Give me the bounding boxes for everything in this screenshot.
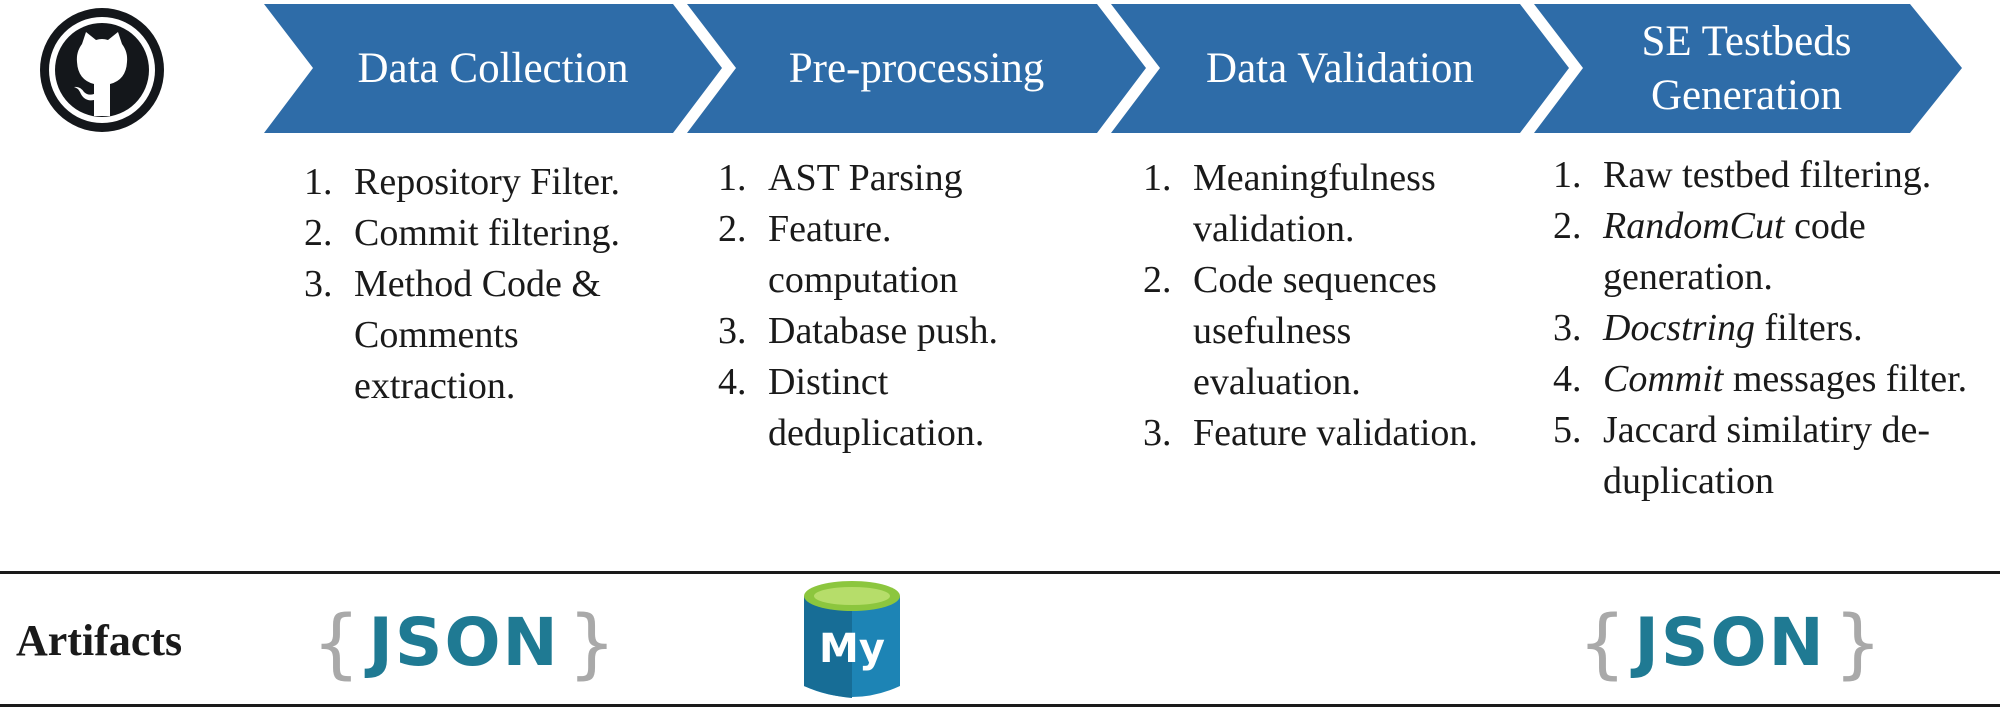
step-item: 3. Docstring filters. [1553,303,1973,354]
stage-title-pre-processing: Pre-processing [736,4,1097,133]
chevron-se-testbeds [1534,4,1962,133]
json-brace-left: { [312,597,361,687]
step-number: 3. [1143,412,1172,454]
step-number: 3. [718,310,747,352]
step-item: 4. Distinct deduplication. [718,357,1068,459]
step-number: 4. [1553,358,1582,400]
step-item: 3. Method Code & Comments extraction. [304,259,664,412]
step-list-data-validation: 1. Meaningfulness validation. 2. Code seque… [1143,153,1513,459]
step-number: 5. [1553,409,1582,451]
step-text: Meaningfulness validation. [1193,157,1436,250]
mysql-icon: My [804,581,900,698]
step-item: 1. AST Parsing [718,153,1068,204]
step-text: RandomCut [1603,205,1785,247]
step-number: 1. [1143,157,1172,199]
json-brace-right: } [1833,597,1883,687]
step-number: 2. [718,208,747,250]
step-text: Distinct deduplication. [768,361,985,454]
step-text: Repository Filter. [354,161,620,203]
step-text: code generation. [1603,205,1866,298]
json-brace-right: } [567,597,617,687]
artifacts-label: Artifacts [16,616,183,665]
step-item: 1. Repository Filter. [304,157,664,208]
step-number: 3. [304,263,333,305]
step-number: 2. [304,212,333,254]
stage-title-line: Pre-processing [788,44,1045,92]
step-text: Commit [1603,358,1724,400]
step-item: 3. Feature validation. [1143,408,1513,459]
step-item: 1. Meaningfulness validation. [1143,153,1513,255]
stage-title-line: Data Validation [1206,44,1474,92]
step-item: 4. Commit messages filter. [1553,354,1973,405]
step-text: Jaccard similatiry de-duplication [1603,409,1931,502]
step-item: 1. Raw testbed filtering. [1553,150,1973,201]
step-item: 2. Commit filtering. [304,208,664,259]
step-text: Code sequences usefulness evaluation. [1193,259,1437,403]
step-number: 3. [1553,307,1582,349]
stage-title-line: SE Testbeds [1641,17,1852,65]
step-list-se-testbeds: 1. Raw testbed filtering. 2. RandomCut code… [1553,150,1973,507]
step-list-pre-processing: 1. AST Parsing 2. Feature. computation 3. Dat… [718,153,1068,459]
step-number: 1. [718,157,747,199]
step-number: 1. [1553,154,1582,196]
step-item: 2. Feature. computation [718,204,1068,306]
github-icon [40,8,164,132]
stage-title-line: Data Collection [357,44,629,92]
chevron-row [264,4,1962,133]
json-icon: { JSON } [1578,597,1882,687]
step-text: Feature. computation [768,208,958,301]
step-text: filters. [1755,307,1863,349]
json-brace-left: { [1578,597,1627,687]
json-logo-text: JSON [1634,603,1826,681]
chevron-data-collection [264,4,722,133]
step-number: 1. [304,161,333,203]
step-text: Database push. [768,310,999,352]
step-item: 3. Database push. [718,306,1068,357]
json-logo-text: JSON [368,603,560,681]
step-text: Feature validation. [1193,412,1478,454]
chevron-pre-processing [687,4,1146,133]
top-rule [0,571,2000,574]
step-number: 2. [1143,259,1172,301]
mysql-logo-text: My [819,626,885,672]
stage-title-line: Generation [1650,71,1842,119]
step-item: 2. RandomCut code generation. [1553,201,1973,303]
step-item: 2. Code sequences usefulness evaluation. [1143,255,1513,408]
stage-title-data-collection: Data Collection [313,4,673,133]
bottom-rule [0,704,2000,707]
step-number: 4. [718,361,747,403]
step-number: 2. [1553,205,1582,247]
step-text: Docstring [1603,307,1755,349]
step-text: Raw testbed filtering. [1603,154,1932,196]
step-text: Commit filtering. [354,212,620,254]
step-item: 5. Jaccard similatiry de-duplication [1553,405,1973,507]
step-list-data-collection: 1. Repository Filter. 2. Commit filtering. 3… [304,157,664,412]
stage-title-data-validation: Data Validation [1160,4,1520,133]
step-text: Method Code & Comments extraction. [354,263,601,407]
json-icon: { JSON } [312,597,616,687]
step-text: messages filter. [1723,358,1968,400]
step-text: AST Parsing [768,157,963,199]
chevron-data-validation [1111,4,1569,133]
